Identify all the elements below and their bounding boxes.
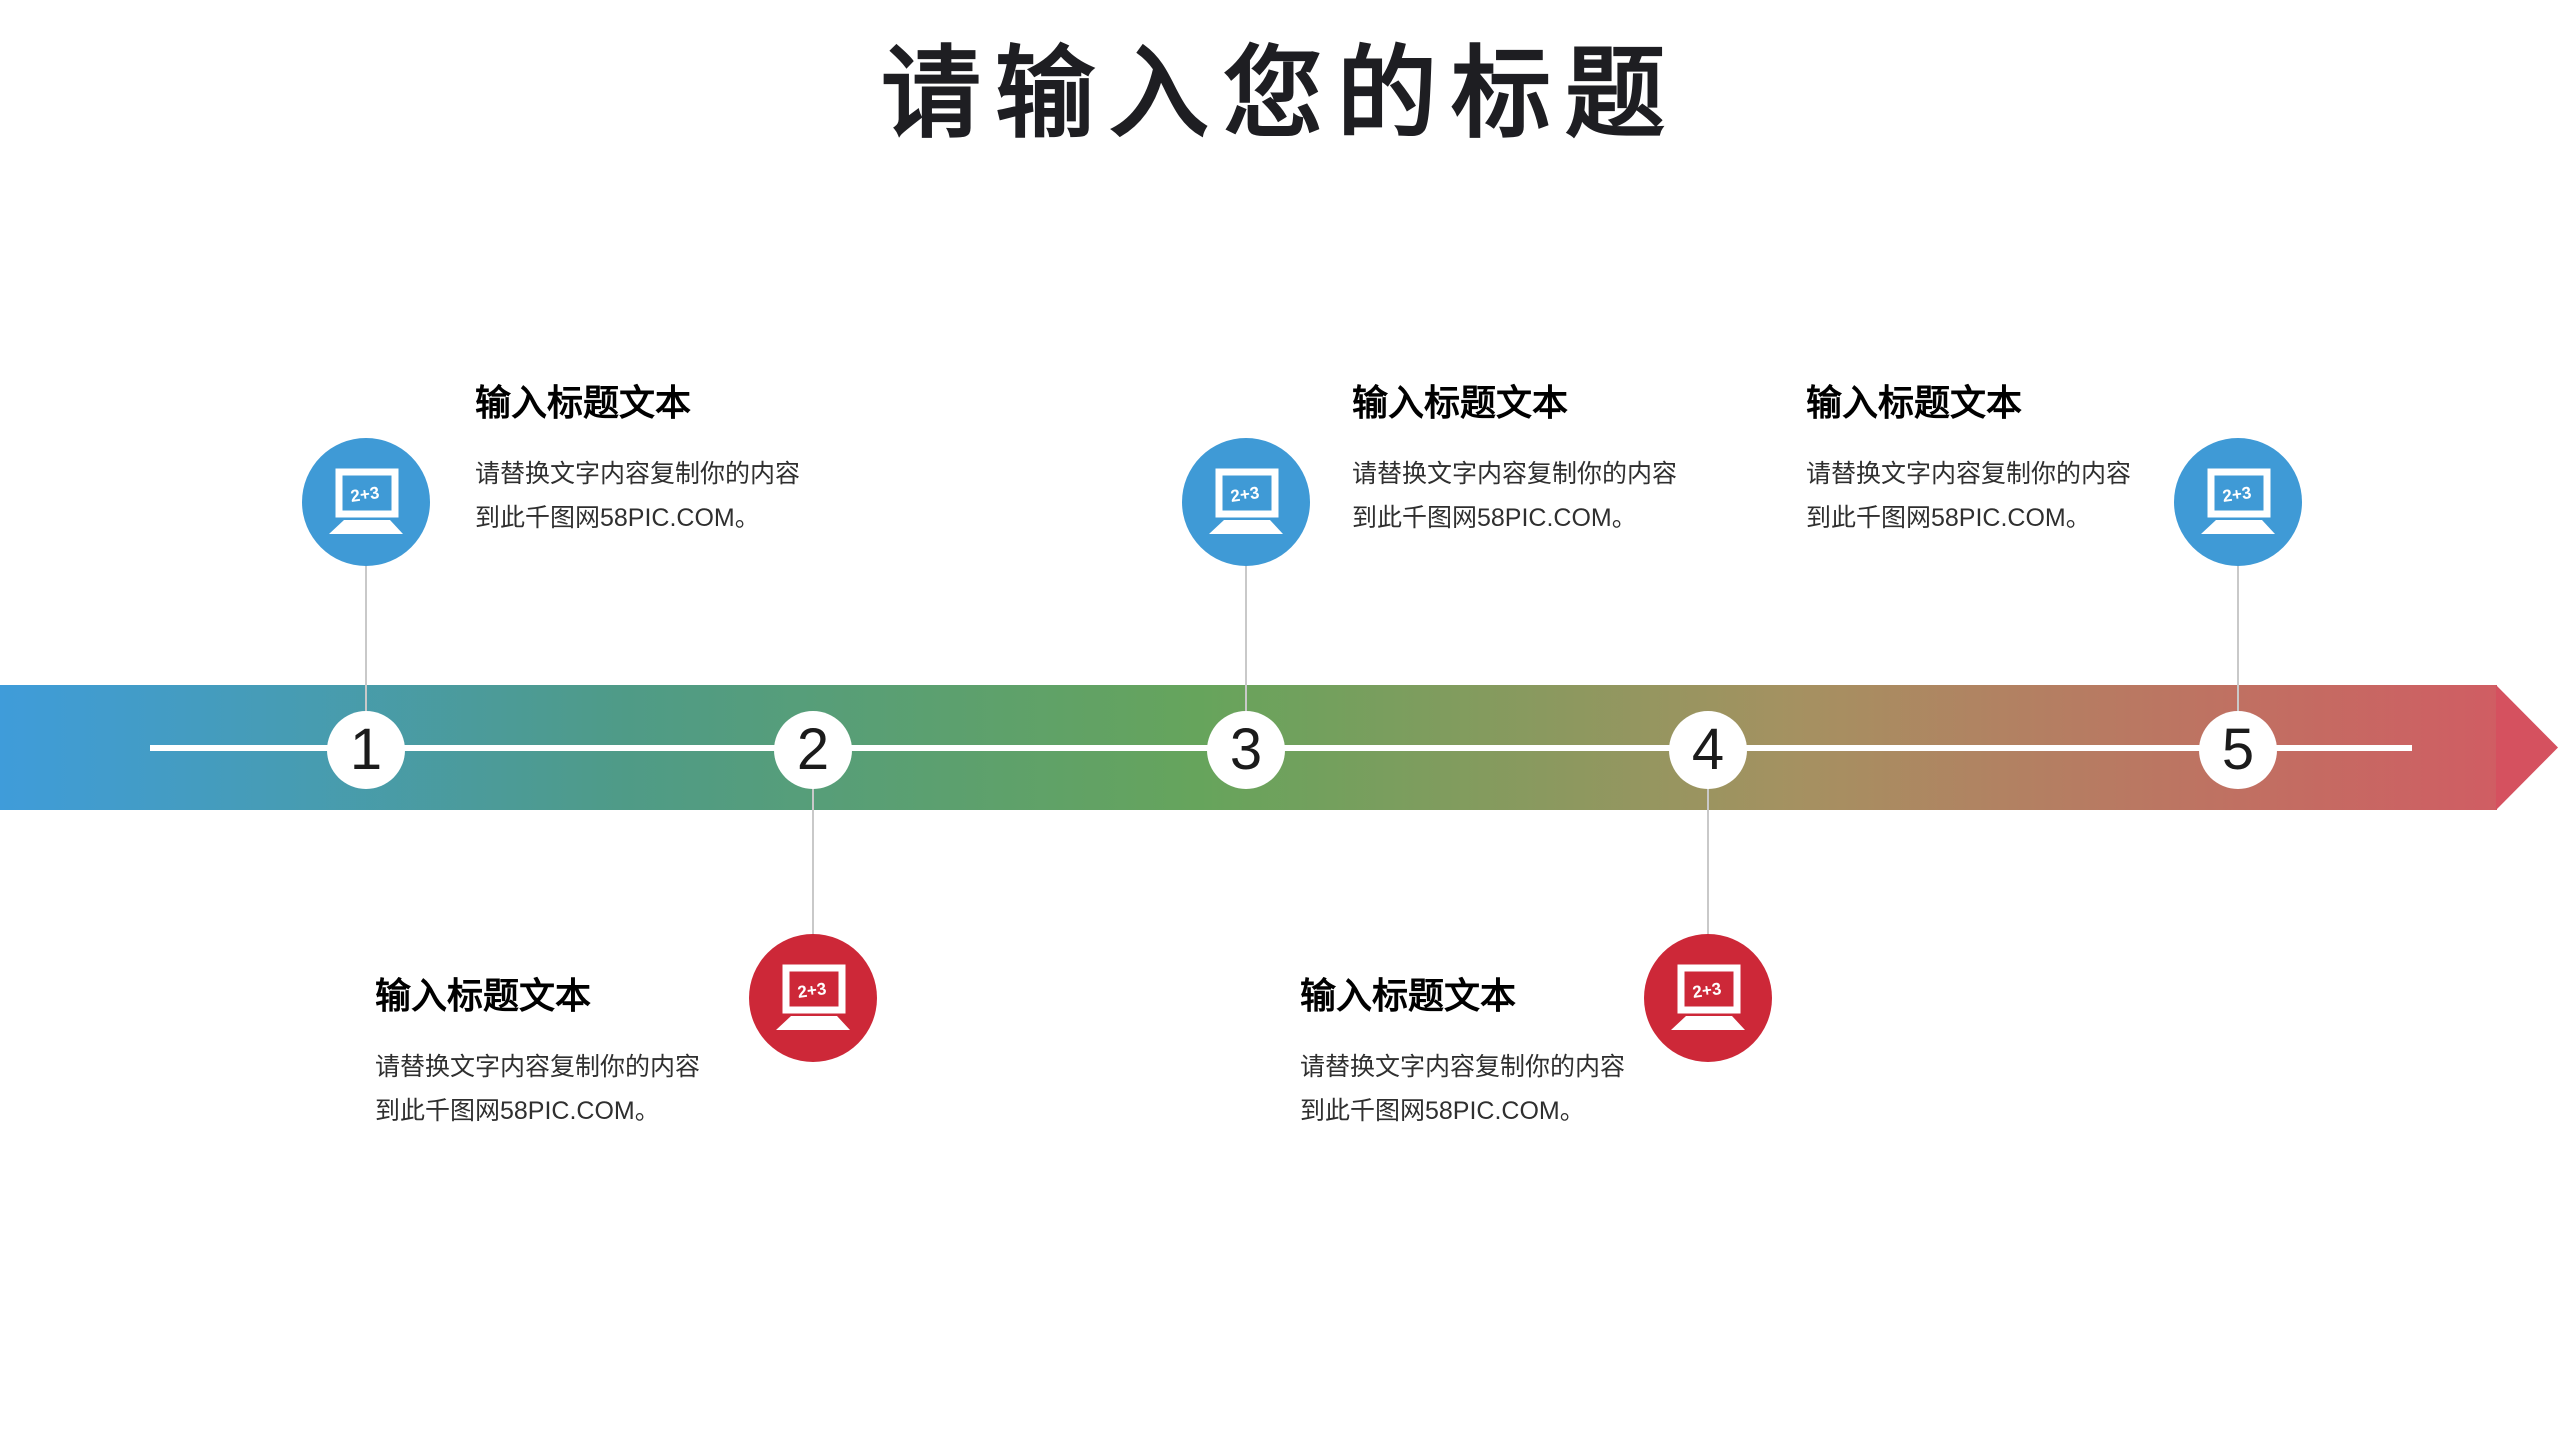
step3-number: 3 bbox=[1229, 717, 1263, 782]
step2-heading: 输入标题文本 bbox=[375, 975, 592, 1016]
icon-screen-text: 2+3 bbox=[1691, 979, 1722, 1002]
step2-number: 2 bbox=[796, 717, 830, 782]
step3-heading: 输入标题文本 bbox=[1352, 382, 1569, 423]
step5-number: 5 bbox=[2221, 717, 2255, 782]
icon-screen-text: 2+3 bbox=[349, 483, 380, 506]
step1-number-badge: 1 bbox=[327, 711, 405, 789]
step1-number: 1 bbox=[349, 717, 383, 782]
step5-icon-badge: 2+3 bbox=[2174, 438, 2302, 566]
step2-number-badge: 2 bbox=[774, 711, 852, 789]
step3-body-line2: 到此千图网58PIC.COM。 bbox=[1352, 504, 1637, 532]
step5-body-line1: 请替换文字内容复制你的内容 bbox=[1806, 460, 2132, 488]
step5-body-line2: 到此千图网58PIC.COM。 bbox=[1806, 504, 2091, 532]
step1-body-line1: 请替换文字内容复制你的内容 bbox=[475, 460, 801, 488]
step5-heading: 输入标题文本 bbox=[1806, 382, 2023, 423]
step4-connector bbox=[1707, 786, 1709, 938]
icon-screen-text: 2+3 bbox=[2221, 483, 2252, 506]
step1-body-line2: 到此千图网58PIC.COM。 bbox=[475, 504, 760, 532]
step3-icon-badge: 2+3 bbox=[1182, 438, 1310, 566]
laptop-math-icon: 2+3 bbox=[2201, 468, 2275, 534]
step4-heading: 输入标题文本 bbox=[1300, 975, 1517, 1016]
timeline-arrowhead bbox=[2496, 685, 2558, 810]
step1-heading: 输入标题文本 bbox=[475, 382, 692, 423]
step4-body-line1: 请替换文字内容复制你的内容 bbox=[1300, 1053, 1626, 1081]
step3-connector bbox=[1245, 562, 1247, 715]
laptop-math-icon: 2+3 bbox=[776, 964, 850, 1030]
step5-text: 输入标题文本 请替换文字内容复制你的内容 到此千图网58PIC.COM。 bbox=[1806, 380, 2236, 540]
step3-text: 输入标题文本 请替换文字内容复制你的内容 到此千图网58PIC.COM。 bbox=[1352, 380, 1782, 540]
step1-text: 输入标题文本 请替换文字内容复制你的内容 到此千图网58PIC.COM。 bbox=[475, 380, 905, 540]
step4-body-line2: 到此千图网58PIC.COM。 bbox=[1300, 1097, 1585, 1125]
laptop-math-icon: 2+3 bbox=[1209, 468, 1283, 534]
laptop-math-icon: 2+3 bbox=[329, 468, 403, 534]
step1-icon-badge: 2+3 bbox=[302, 438, 430, 566]
laptop-math-icon: 2+3 bbox=[1671, 964, 1745, 1030]
step4-number-badge: 4 bbox=[1669, 711, 1747, 789]
icon-screen-text: 2+3 bbox=[796, 979, 827, 1002]
step3-body-line1: 请替换文字内容复制你的内容 bbox=[1352, 460, 1678, 488]
step4-icon-badge: 2+3 bbox=[1644, 934, 1772, 1062]
step2-text: 输入标题文本 请替换文字内容复制你的内容 到此千图网58PIC.COM。 bbox=[375, 973, 805, 1133]
step3-number-badge: 3 bbox=[1207, 711, 1285, 789]
step2-body-line2: 到此千图网58PIC.COM。 bbox=[375, 1097, 660, 1125]
step2-icon-badge: 2+3 bbox=[749, 934, 877, 1062]
slide-title: 请输入您的标题 bbox=[881, 34, 1679, 152]
step4-number: 4 bbox=[1691, 717, 1725, 782]
icon-screen-text: 2+3 bbox=[1229, 483, 1260, 506]
step5-connector bbox=[2237, 562, 2239, 715]
step5-number-badge: 5 bbox=[2199, 711, 2277, 789]
step1-connector bbox=[365, 562, 367, 715]
step4-text: 输入标题文本 请替换文字内容复制你的内容 到此千图网58PIC.COM。 bbox=[1300, 973, 1730, 1133]
step2-body-line1: 请替换文字内容复制你的内容 bbox=[375, 1053, 701, 1081]
step2-connector bbox=[812, 786, 814, 938]
